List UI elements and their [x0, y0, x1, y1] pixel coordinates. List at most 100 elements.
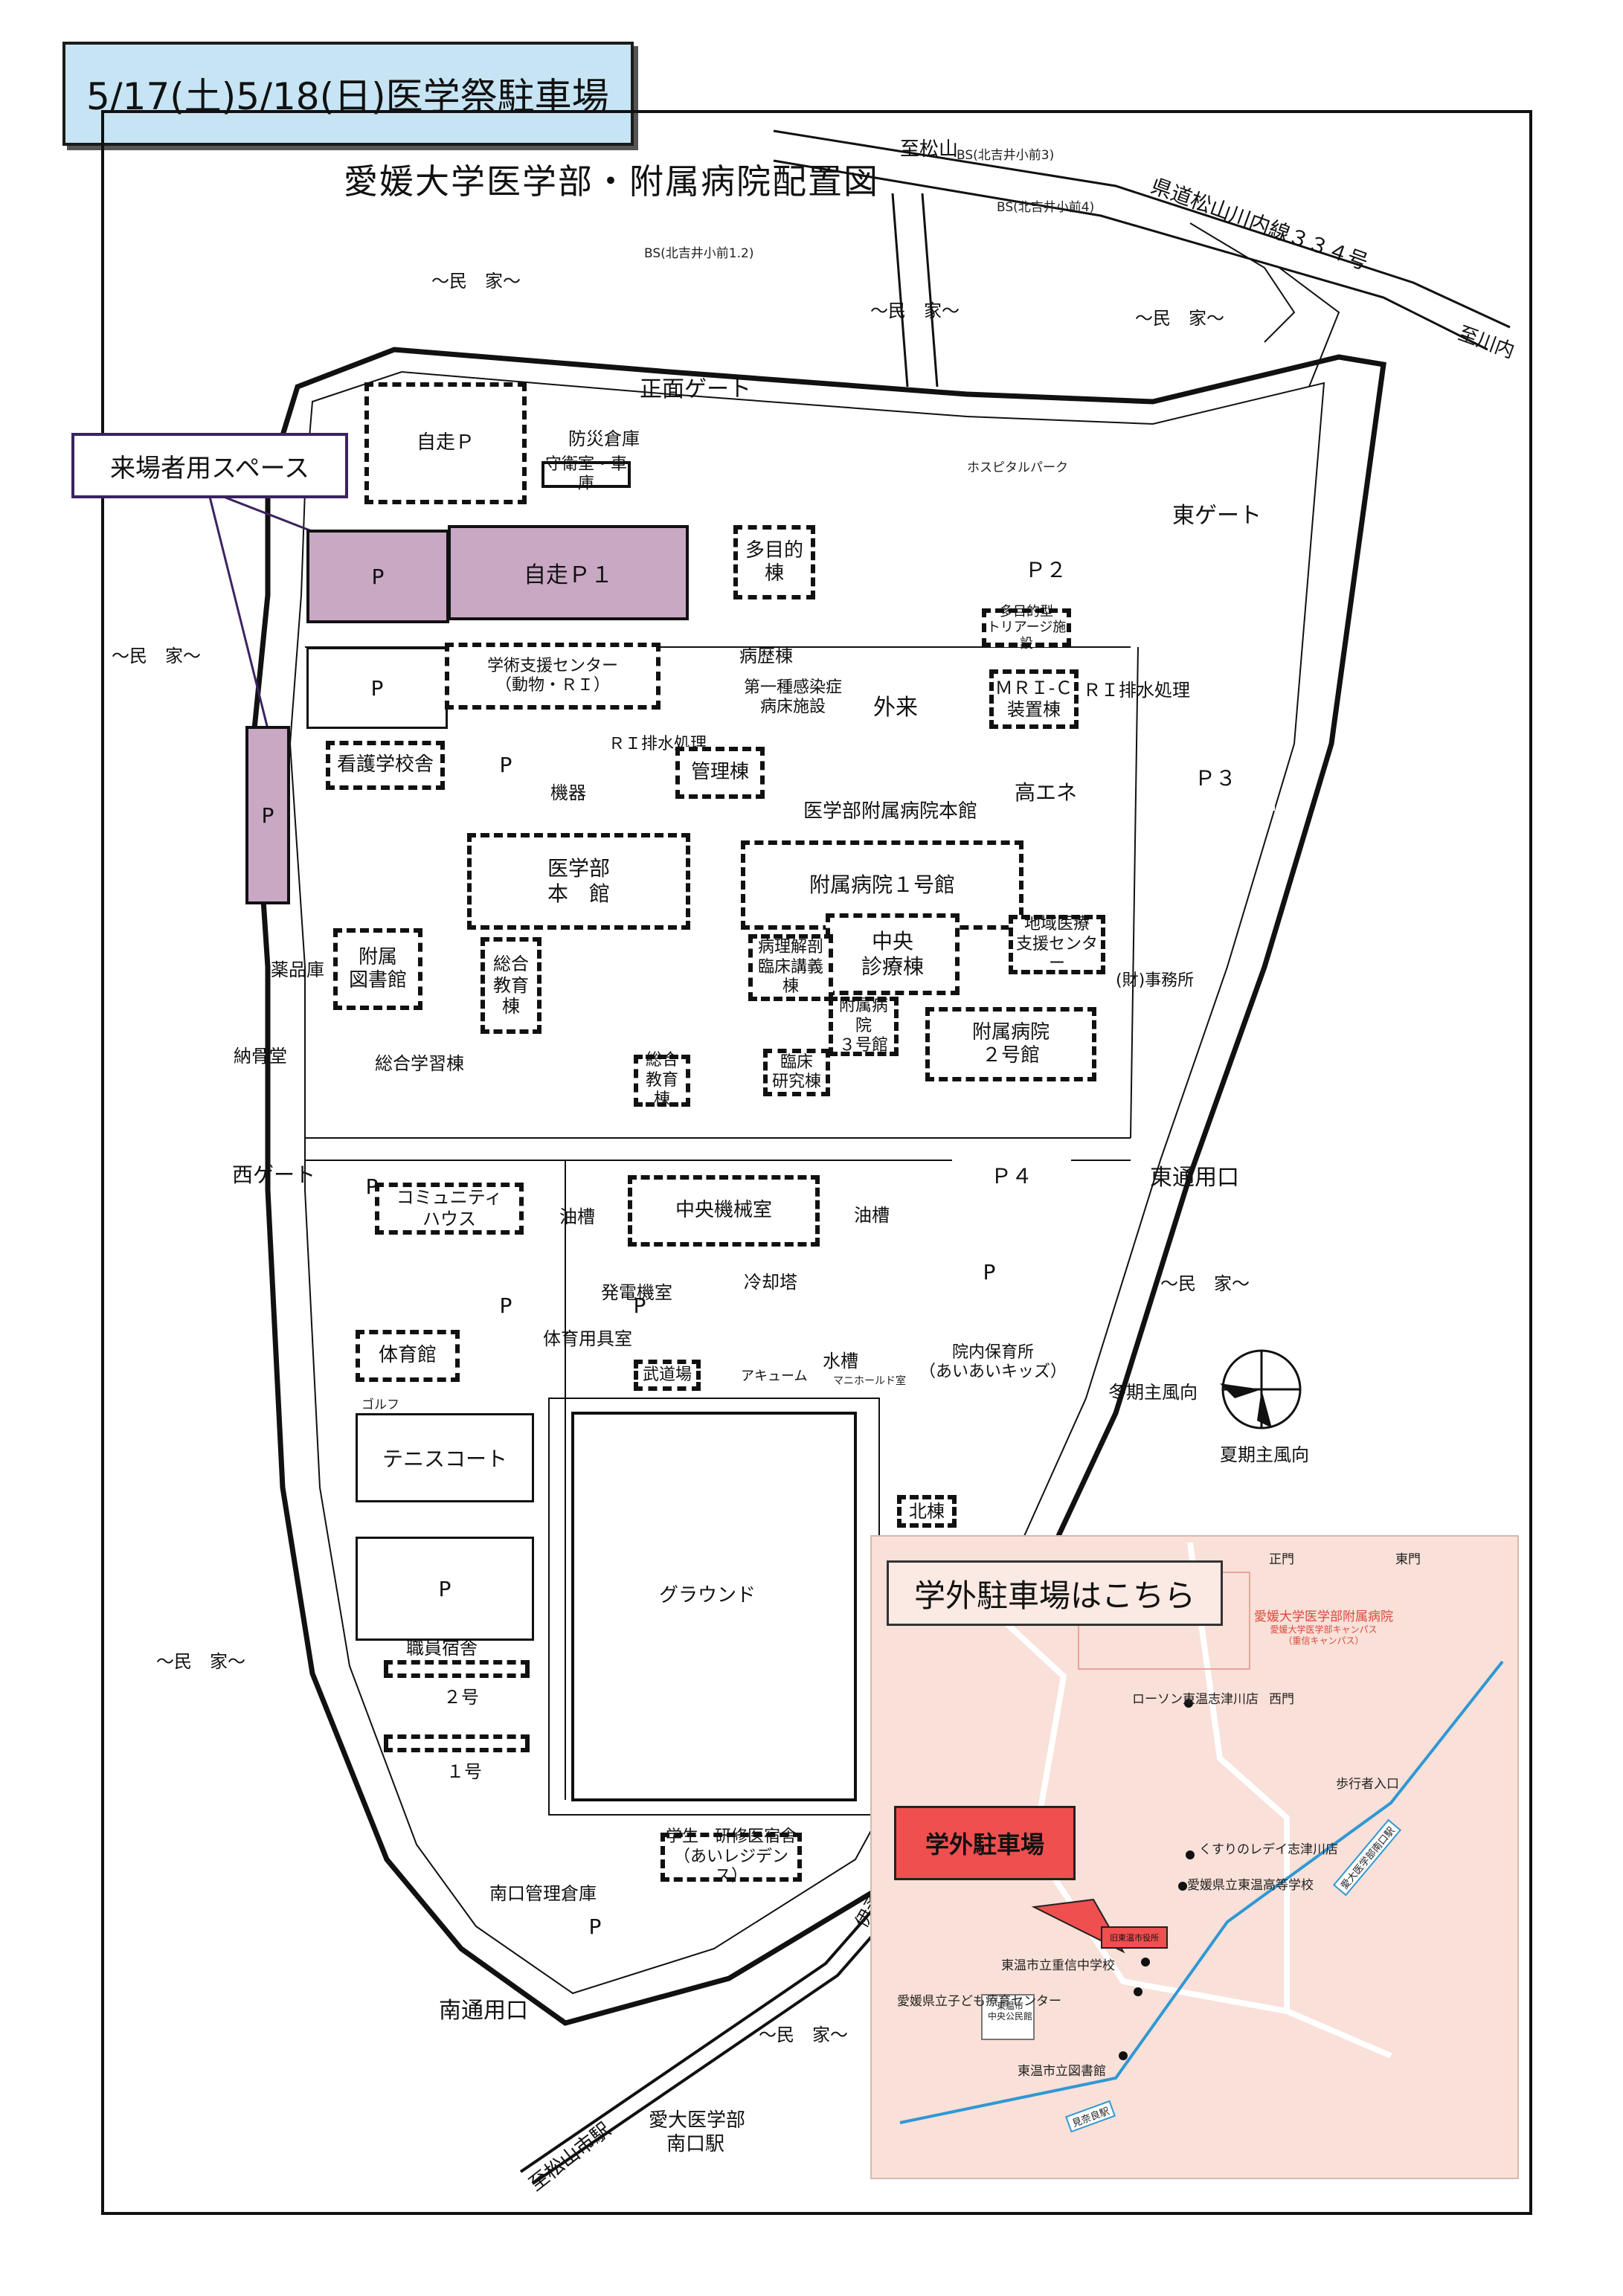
triage-facility: 多目的型 トリアージ施設 [982, 604, 1071, 652]
parking-lot: P [476, 742, 536, 787]
inset-library: 東温市立図書館 [1018, 2064, 1106, 2079]
pharmacy-storage: 薬品庫 [271, 959, 324, 980]
oil-tank-east: 油槽 [854, 1205, 890, 1226]
inset-roads-svg [899, 1542, 1504, 2124]
inset-high-school: 愛媛県立東温高等学校 [1187, 1878, 1314, 1893]
clinical-research-building: 臨床 研究棟 [763, 1049, 830, 1096]
inset-title-box: 学外駐車場はこちら [887, 1560, 1223, 1626]
visitor-parking-west: P [245, 726, 290, 904]
general-education-building-2: 総合 教育棟 [634, 1051, 690, 1109]
inset-lawson: ローソン東温志津川店 [1132, 1692, 1259, 1707]
visitor-parking-p: P [306, 530, 449, 623]
residences-label: ～民 家～ [431, 271, 521, 292]
residences-label: ～民 家～ [156, 1651, 245, 1672]
regional-support-center: 地域医療 支援センター [1009, 915, 1105, 974]
parking-lot: P [356, 1537, 534, 1641]
inset-main-gate: 正門 [1269, 1552, 1294, 1567]
summer-wind-label: 夏期主風向 [1220, 1444, 1309, 1465]
gymnasium: 体育館 [356, 1330, 460, 1382]
multipurpose-building: 多目的棟 [733, 525, 815, 599]
inset-pedestrian-entrance: 歩行者入口 [1336, 1777, 1399, 1792]
parking-p4: Ｐ４ [952, 1153, 1071, 1197]
manifold-room: マニホールド室 [833, 1375, 906, 1387]
parking-p3: Ｐ３ [1156, 744, 1275, 811]
visitor-space-label: 来場者用スペース [110, 453, 309, 483]
offsite-parking-label: 学外駐車場 [925, 1830, 1044, 1859]
tennis-court: テニスコート [356, 1413, 534, 1502]
student-dormitory: 学生・研修医宿舎 （あいレジデンス） [661, 1827, 802, 1885]
accumulator: アキューム [741, 1369, 808, 1384]
front-gate-label: 正面ゲート [640, 376, 751, 402]
inset-title: 学外駐車場はこちら [913, 1577, 1195, 1614]
sports-equipment-room: 体育用具室 [543, 1328, 632, 1349]
foundation-office: (財)事務所 [1116, 971, 1195, 990]
nursing-school: 看護学校舎 [326, 741, 445, 790]
map-frame [101, 110, 1532, 2215]
road-to-matsuyama: 至松山 [900, 138, 959, 161]
staff-dorm-1-label: １号 [446, 1761, 482, 1782]
central-clinic-building: 中央 診療棟 [826, 913, 960, 995]
staff-dorm-2 [384, 1660, 530, 1678]
north-building: 北棟 [897, 1495, 957, 1528]
bousai-warehouse: 防災倉庫 [568, 428, 640, 449]
inset-west-gate: 西門 [1269, 1692, 1294, 1707]
infectious-disease-ward: 第一種感染症 病床施設 [744, 678, 843, 717]
inset-kodomo-center: 愛媛県立子ども療育センター [897, 1994, 1061, 2009]
station-name-2: 南口駅 [666, 2133, 725, 2155]
inset-hospital-label: 愛媛大学医学部附属病院 愛媛大学医学部キャンパス （重信キャンパス） [1254, 1610, 1393, 1646]
winter-wind-label: 冬期主風向 [1108, 1382, 1198, 1403]
parking-lot: P [306, 647, 448, 729]
mri-building: ＭＲＩ-Ｃ 装置棟 [989, 669, 1079, 729]
community-house: コミュニティ ハウス [375, 1183, 524, 1235]
ri-wastewater-east: ＲＩ排水処理 [1083, 680, 1190, 701]
hospital-building-3: 附属病院 ３号館 [829, 997, 899, 1056]
station-name-1: 愛大医学部 [649, 2109, 746, 2132]
oil-tank-west: 油槽 [559, 1206, 595, 1227]
residences-label: ～民 家～ [1160, 1273, 1250, 1294]
library-building: 附属 図書館 [333, 928, 422, 1010]
residences-label: ～民 家～ [1135, 308, 1224, 329]
outpatient-label: 外来 [873, 695, 918, 721]
bus-stop-1-2: BS(北吉井小前1.2) [644, 246, 754, 261]
inset-drugstore: くすりのレデイ志津川店 [1199, 1842, 1338, 1857]
hospital-main-building: 医学部附属病院本館 [803, 800, 978, 823]
offsite-parking-callout: 学外駐車場 [894, 1806, 1076, 1880]
water-tank: 水槽 [823, 1351, 858, 1372]
inset-east-gate: 東門 [1395, 1552, 1421, 1567]
academic-support-center: 学術支援センター （動物・ＲＩ） [445, 643, 661, 710]
high-energy-building: 高エネ [1015, 780, 1078, 805]
general-education-building: 総合 教育棟 [481, 937, 541, 1034]
residences-label: ～民 家～ [870, 300, 960, 321]
parking-lot: P [565, 1904, 625, 1949]
south-entrance-label: 南通用口 [439, 1998, 528, 2024]
jisou-parking-building: 自走Ｐ [364, 382, 527, 504]
martial-arts-hall: 武道場 [634, 1360, 701, 1391]
administration-building: 管理棟 [675, 747, 765, 799]
inset-middle-school: 東温市立重信中学校 [1001, 1958, 1115, 1973]
guard-room: 守衛室・車庫 [541, 455, 631, 493]
pathology-lecture-building: 病理解剖 臨床講義棟 [748, 934, 833, 1001]
sports-ground-label: グラウンド [659, 1584, 756, 1607]
parking-lot: P [610, 1287, 669, 1324]
west-gate-label: 西ゲート [232, 1163, 316, 1187]
medical-records-building: 病歴棟 [739, 646, 793, 666]
east-entrance-label: 東通用口 [1150, 1165, 1239, 1191]
daycare-center: 院内保育所 （あいあいキッズ） [919, 1343, 1067, 1382]
staff-dorm-label: 職員宿舎 [406, 1638, 478, 1659]
medical-faculty-main: 医学部 本 館 [467, 833, 690, 930]
residences-label: ～民 家～ [112, 646, 201, 666]
central-machine-room: 中央機械室 [628, 1175, 820, 1247]
visitor-space-callout: 来場者用スペース [71, 433, 348, 498]
hospital-park-label: ホスピタルパーク [967, 460, 1068, 475]
golf-area: ゴルフ [361, 1398, 399, 1412]
inset-kominkan: 東温市 中央公民館 [988, 2001, 1033, 2022]
staff-dorm-1 [384, 1734, 530, 1752]
equipment-room: 機器 [550, 782, 586, 803]
residences-label: ～民 家～ [759, 2025, 848, 2045]
east-gate-label: 東ゲート [1172, 503, 1262, 529]
offsite-parking-marker[interactable]: 旧東温市役所 [1101, 1926, 1168, 1949]
bus-stop-4: BS(北吉井小前4) [997, 200, 1095, 215]
hospital-building-2: 附属病院 ２号館 [925, 1007, 1096, 1081]
general-learning-building: 総合学習棟 [375, 1053, 464, 1074]
map-title: 愛媛大学医学部・附属病院配置図 [344, 161, 879, 202]
